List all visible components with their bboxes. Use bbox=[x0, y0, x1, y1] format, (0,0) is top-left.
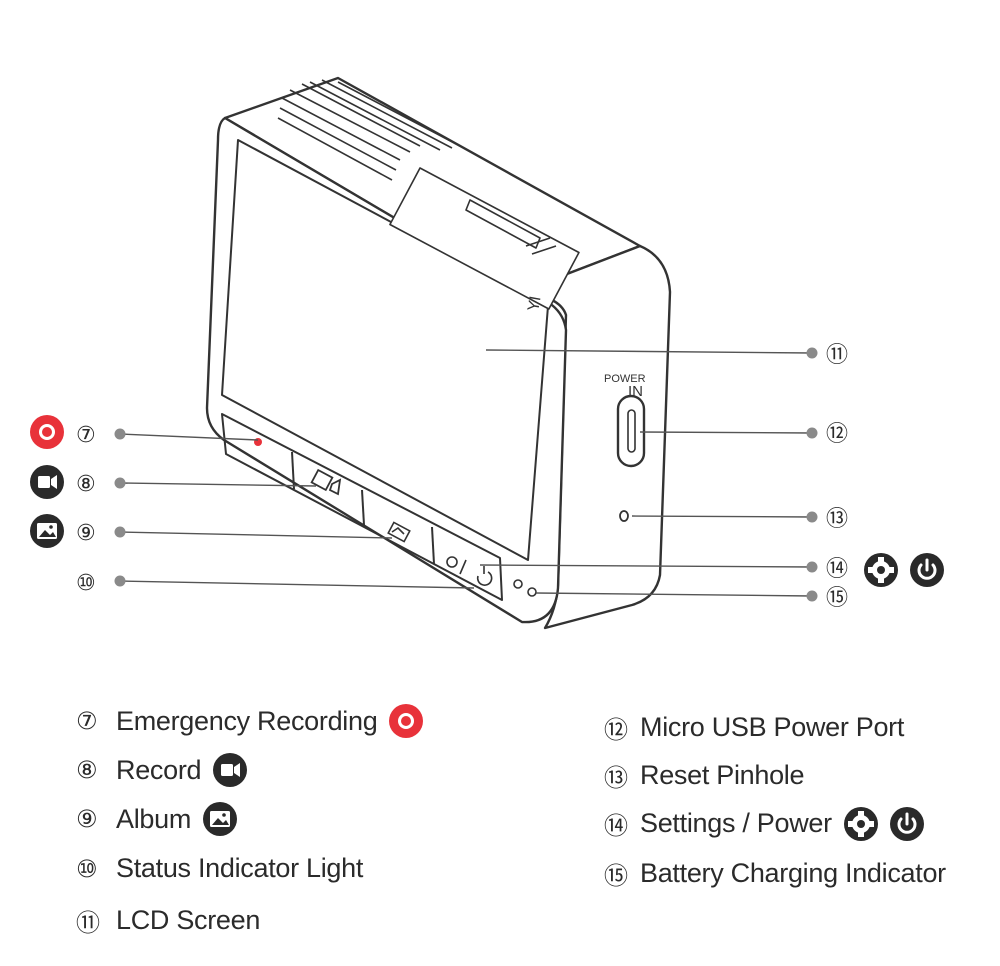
record-icon bbox=[213, 753, 248, 787]
legend-item-8: ⑧ Record bbox=[76, 753, 248, 787]
album-button-icon bbox=[387, 521, 411, 543]
leader-lines bbox=[119, 349, 813, 597]
legend-label: Status Indicator Light bbox=[116, 853, 364, 883]
power-icon bbox=[910, 553, 944, 587]
legend-label: Reset Pinhole bbox=[640, 760, 805, 790]
legend-item-14: ⑭ Settings / Power bbox=[604, 806, 924, 841]
album-icon bbox=[30, 514, 64, 548]
legend-item-9: ⑨ Album bbox=[76, 802, 238, 836]
legend-num: ⑧ bbox=[76, 756, 98, 784]
legend-item-12: ⑫ Micro USB Power Port bbox=[604, 710, 904, 745]
album-icon bbox=[203, 802, 238, 836]
legend-item-15: ⑮ Battery Charging Indicator bbox=[604, 856, 946, 891]
brand-mark: YI bbox=[525, 295, 544, 313]
callout-num-7: ⑦ bbox=[76, 423, 96, 448]
port-label-in: IN bbox=[628, 383, 643, 400]
record-button-icon bbox=[310, 468, 342, 496]
port-label-power: POWER bbox=[604, 373, 646, 385]
callout-num-8: ⑧ bbox=[76, 472, 96, 497]
legend-label: Micro USB Power Port bbox=[640, 712, 905, 742]
settings-icon bbox=[864, 553, 898, 587]
legend-label: Album bbox=[116, 803, 192, 834]
callout-num-9: ⑨ bbox=[76, 521, 96, 546]
legend-label: Battery Charging Indicator bbox=[640, 858, 946, 888]
callout-num-11: ⑪ bbox=[826, 343, 848, 368]
callout-num-14: ⑭ bbox=[826, 557, 848, 582]
top-vents bbox=[277, 79, 580, 310]
legend-item-7: ⑦ Emergency Recording bbox=[76, 704, 424, 738]
legend-num: ⑪ bbox=[76, 909, 100, 937]
diagram-numbers: ⑦ ⑧ ⑨ ⑩ ⑪ ⑫ ⑬ ⑭ ⑮ bbox=[76, 343, 848, 611]
status-light bbox=[513, 579, 523, 589]
callout-num-15: ⑮ bbox=[826, 586, 848, 611]
settings-icon bbox=[843, 806, 878, 841]
legend-num: ⑮ bbox=[604, 862, 628, 890]
emergency-record-icon bbox=[30, 415, 64, 449]
record-icon bbox=[30, 465, 64, 499]
legend-label: Record bbox=[116, 754, 202, 785]
micro-usb-port bbox=[616, 394, 646, 468]
legend-num: ⑬ bbox=[604, 764, 628, 792]
legend-label: Emergency Recording bbox=[116, 705, 378, 736]
callout-num-10: ⑩ bbox=[76, 571, 96, 596]
settings-power-button-icon bbox=[446, 556, 493, 586]
callout-num-12: ⑫ bbox=[826, 422, 848, 447]
battery-light bbox=[527, 587, 537, 597]
legend-num: ⑫ bbox=[604, 716, 628, 744]
callout-num-13: ⑬ bbox=[826, 507, 848, 532]
leader-dots bbox=[114, 347, 818, 602]
emergency-record-icon bbox=[389, 704, 424, 738]
dashcam-body bbox=[205, 76, 672, 630]
power-icon bbox=[889, 806, 924, 841]
legend-label: Settings / Power bbox=[640, 808, 832, 838]
legend-num: ⑨ bbox=[76, 805, 98, 833]
legend-num: ⑩ bbox=[76, 854, 98, 883]
reset-pinhole bbox=[619, 510, 629, 522]
legend-item-13: ⑬ Reset Pinhole bbox=[604, 758, 805, 793]
legend-item-11: ⑪ LCD Screen bbox=[76, 903, 260, 938]
legend-label: LCD Screen bbox=[116, 905, 261, 935]
legend-num: ⑦ bbox=[76, 707, 98, 735]
legend-item-10: ⑩ Status Indicator Light bbox=[76, 853, 363, 884]
legend-num: ⑭ bbox=[604, 812, 628, 840]
